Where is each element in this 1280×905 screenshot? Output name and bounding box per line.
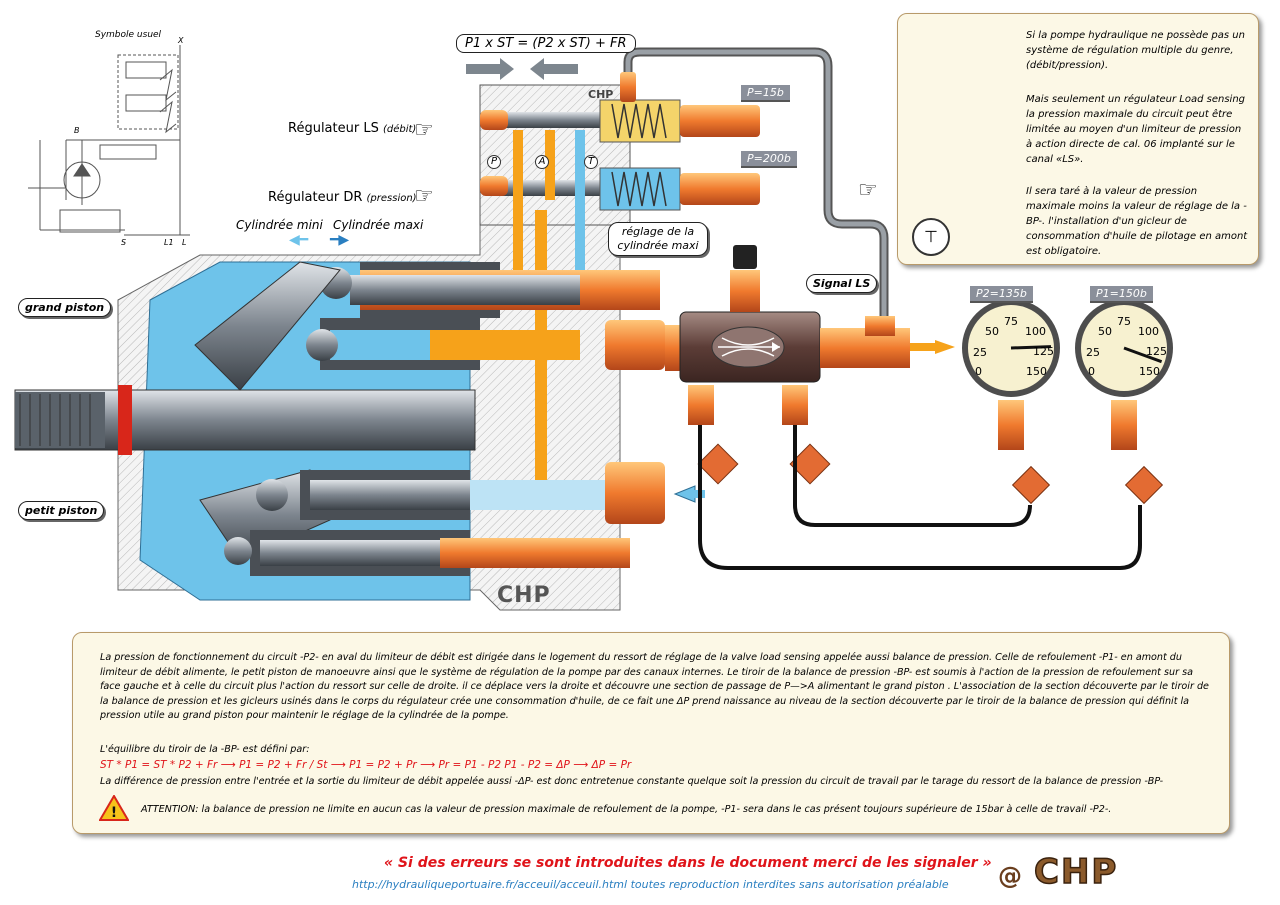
regulator-ls-suffix: (débit) — [382, 124, 417, 135]
badge-p1: P1=150b — [1090, 286, 1153, 303]
gauge-p2-needle — [1010, 345, 1052, 350]
cylinder-min-label: Cylindrée mini — [236, 218, 323, 232]
info-paragraph-2: Mais seulement un régulateur Load sensin… — [1026, 94, 1246, 165]
chp-logo: CHP — [1033, 851, 1119, 893]
info-box-relief-valve: Si la pompe hydraulique ne possède pas u… — [897, 13, 1259, 265]
footer-quote: « Si des erreurs se sont introduites dan… — [384, 855, 992, 871]
pointing-hand-icon: ☞ — [858, 178, 878, 203]
gauge-tick: 100 — [1138, 325, 1159, 338]
regulator-ls-text: Régulateur LS — [288, 121, 379, 136]
regulator-dr-text: Régulateur DR — [268, 190, 363, 205]
equation-title: L'équilibre du tiroir de la -BP- est déf… — [100, 744, 310, 755]
pointing-hand-icon: ☞ — [414, 118, 434, 143]
pressure-difference-note: La différence de pression entre l'entrée… — [100, 776, 1164, 787]
regulator-brand: CHP — [588, 88, 614, 101]
badge-p2: P2=135b — [970, 286, 1033, 303]
pointing-hand-icon: ☞ — [414, 184, 434, 209]
pump-body-brand: CHP — [497, 583, 551, 608]
badge-p200: P=200b — [741, 151, 797, 168]
badge-p15: P=15b — [741, 85, 790, 102]
info-paragraph-3: Il sera taré à la valeur de pression max… — [1026, 186, 1248, 257]
callout-max-setting: réglage de la cylindrée maxi — [608, 222, 708, 256]
regulator-dr-label: Régulateur DR (pression) — [268, 190, 417, 205]
regulator-dr-suffix: (pression) — [366, 193, 417, 204]
gauge-tick: 50 — [1098, 325, 1112, 338]
callout-signal-ls: Signal LS — [806, 274, 878, 293]
arrow-left-icon: ◀━ — [289, 232, 309, 248]
attention-note: ATTENTION: la balance de pression ne lim… — [141, 804, 1112, 815]
port-t: T — [584, 155, 598, 169]
explanation-paragraph: La pression de fonctionnement du circuit… — [100, 652, 1209, 721]
gauge-tick: 25 — [973, 346, 987, 359]
gauge-tick: 0 — [975, 365, 982, 378]
equation: ST * P1 = ST * P2 + Fr ⟶ P1 = P2 + Fr / … — [100, 759, 632, 771]
callout-grand-piston: grand piston — [18, 298, 112, 317]
explanation-box: La pression de fonctionnement du circuit… — [72, 632, 1230, 834]
symbol-port-l1: L1 — [164, 238, 174, 247]
symbol-port-b: B — [74, 126, 80, 135]
warning-icon: ! — [98, 794, 130, 821]
formula-top: P1 x ST = (P2 x ST) + FR — [456, 34, 636, 53]
symbol-port-x: X — [178, 36, 184, 45]
cylinder-max-label: Cylindrée maxi — [333, 218, 424, 232]
port-a: A — [535, 155, 549, 169]
gauge-tick: 75 — [1004, 315, 1018, 328]
hydraulic-symbol — [28, 45, 190, 236]
gauge-tick: 25 — [1086, 346, 1100, 359]
gauge-tick: 125 — [1033, 345, 1054, 358]
gauge-tick: 150 — [1026, 365, 1047, 378]
gauge-tick: 150 — [1139, 365, 1160, 378]
gauge-tick: 100 — [1025, 325, 1046, 338]
footer-url[interactable]: http://hydrauliqueportuaire.fr/acceuil/a… — [352, 878, 949, 891]
symbol-port-s: S — [121, 238, 127, 247]
footer-at: @ — [998, 862, 1022, 890]
gauge-tick: 0 — [1088, 365, 1095, 378]
regulator-ls-label: Régulateur LS (débit) — [288, 121, 416, 136]
gauge-p1-needle — [1123, 346, 1163, 364]
symbol-port-l: L — [182, 238, 187, 247]
callout-petit-piston: petit piston — [18, 501, 105, 520]
port-p: P — [487, 155, 501, 169]
info-paragraph-1: Si la pompe hydraulique ne possède pas u… — [1026, 30, 1245, 71]
gauge-tick: 125 — [1146, 345, 1167, 358]
nozzle-icon: ⊤ — [912, 218, 950, 256]
svg-text:!: ! — [111, 805, 117, 821]
arrow-right-icon: ━▶ — [330, 232, 350, 248]
symbol-title: Symbole usuel — [95, 30, 162, 40]
gauge-tick: 50 — [985, 325, 999, 338]
gauge-tick: 75 — [1117, 315, 1131, 328]
